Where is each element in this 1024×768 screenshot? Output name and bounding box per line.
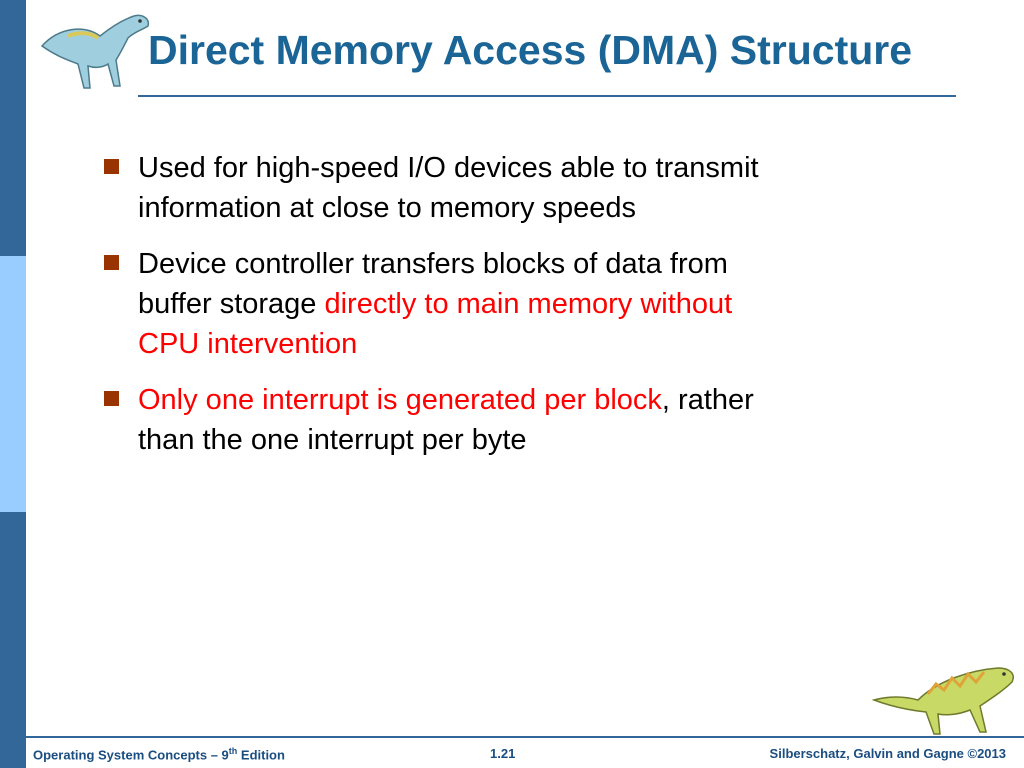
- dinosaur-icon: [40, 14, 150, 89]
- footer-book-title: Operating System Concepts – 9th Edition: [33, 746, 285, 762]
- bullet-text-highlight: Only one interrupt is generated per bloc…: [138, 384, 662, 416]
- bullet-item: Only one interrupt is generated per bloc…: [100, 380, 800, 460]
- dinosaur-icon: [871, 667, 1014, 735]
- bullet-item: Used for high-speed I/O devices able to …: [100, 148, 800, 228]
- footer-copyright: Silberschatz, Galvin and Gagne ©2013: [769, 746, 1006, 761]
- title-underline: [138, 95, 956, 97]
- sidebar-segment-bottom: [0, 512, 26, 768]
- bullet-text: , rather than the one interrupt per byte: [138, 384, 754, 456]
- square-bullet-icon: [104, 255, 119, 270]
- footer-book-superscript: th: [228, 746, 238, 756]
- footer-book-suffix: Edition: [237, 747, 285, 763]
- page-number: 1.21: [490, 746, 516, 761]
- square-bullet-icon: [104, 391, 119, 406]
- sidebar-segment-middle: [0, 256, 26, 512]
- bullet-item: Device controller transfers blocks of da…: [100, 244, 800, 364]
- bullet-list: Used for high-speed I/O devices able to …: [100, 148, 800, 476]
- footer-book-prefix: Operating System Concepts – 9: [33, 747, 229, 763]
- sidebar-segment-top: [0, 0, 26, 256]
- bullet-text: Device controller transfers blocks of da…: [138, 248, 728, 320]
- footer-divider: [26, 736, 1024, 738]
- slide-title: Direct Memory Access (DMA) Structure: [148, 27, 913, 73]
- left-sidebar-bar: [0, 0, 26, 768]
- bullet-text: Used for high-speed I/O devices able to …: [138, 152, 759, 224]
- bullet-text-highlight: directly to main memory without CPU inte…: [138, 288, 733, 360]
- square-bullet-icon: [104, 159, 119, 174]
